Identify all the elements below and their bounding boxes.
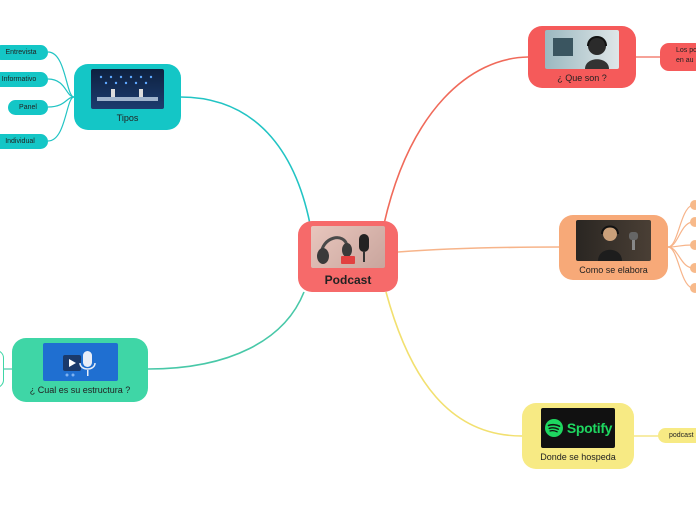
- tipo-informativo[interactable]: Informativo: [0, 72, 48, 87]
- spotify-wordmark: Spotify: [566, 420, 613, 436]
- como-child-5[interactable]: [690, 283, 696, 293]
- line-tipos-entrevista: [47, 51, 75, 98]
- listener-with-headphones-photo: [545, 30, 619, 69]
- estructura-label: ¿ Cual es su estructura ?: [29, 385, 131, 395]
- branch-node-tipos[interactable]: Tipos: [74, 64, 181, 130]
- branch-node-estructura[interactable]: ¿ Cual es su estructura ?: [12, 338, 148, 402]
- donde-child-podcast[interactable]: podcast: [658, 428, 696, 443]
- headphones-icon: [317, 234, 369, 264]
- line-como-c4: [667, 246, 693, 269]
- line-como-c1: [667, 204, 693, 248]
- spotify-icon: [544, 419, 563, 437]
- como-child-2[interactable]: [690, 217, 696, 227]
- donde-label: Donde se hospeda: [540, 452, 616, 462]
- central-label: Podcast: [324, 273, 372, 287]
- listener-icon: [553, 36, 609, 69]
- como-child-4[interactable]: [690, 263, 696, 273]
- tipo-individual[interactable]: Individual: [0, 134, 48, 149]
- branch-node-donde-se-hospeda[interactable]: Spotify Donde se hospeda: [522, 403, 634, 469]
- line-central-estructura: [147, 291, 305, 370]
- tipos-label: Tipos: [116, 113, 139, 123]
- line-central-donde: [385, 291, 523, 437]
- que-son-label: ¿ Que son ?: [557, 73, 607, 83]
- line-tipos-individual: [47, 96, 75, 142]
- woman-recording-photo: [576, 220, 651, 261]
- spotify-logo: Spotify: [541, 408, 615, 448]
- como-child-1[interactable]: [690, 200, 696, 210]
- central-node-podcast[interactable]: Podcast: [298, 221, 398, 292]
- line-central-tipos: [179, 96, 311, 225]
- line-tipos-informativo: [47, 78, 75, 98]
- line-como-c2: [667, 221, 693, 248]
- como-child-3[interactable]: [690, 240, 696, 250]
- studio-icon: [97, 75, 158, 101]
- recording-icon: [598, 225, 638, 261]
- tipo-panel[interactable]: Panel: [8, 100, 48, 115]
- que-son-child-line-2: en au: [676, 57, 694, 64]
- line-central-que-son: [383, 56, 529, 225]
- studio-panel-photo: [91, 69, 164, 109]
- branch-node-como-se-elabora[interactable]: Como se elabora: [559, 215, 668, 280]
- estructura-child-node[interactable]: [0, 350, 4, 388]
- que-son-child-node[interactable]: Los po en au: [660, 43, 696, 71]
- como-label: Como se elabora: [579, 265, 648, 275]
- podcast-structure-icon: [42, 343, 118, 381]
- tipo-entrevista[interactable]: Entrevista: [0, 45, 48, 60]
- line-como-c5: [667, 246, 693, 289]
- microphone-play-icon: [62, 351, 96, 377]
- que-son-child-line-1: Los po: [676, 47, 696, 54]
- headphones-microphone-photo: [311, 226, 385, 268]
- branch-node-que-son[interactable]: ¿ Que son ?: [528, 26, 636, 88]
- line-central-como: [397, 246, 561, 253]
